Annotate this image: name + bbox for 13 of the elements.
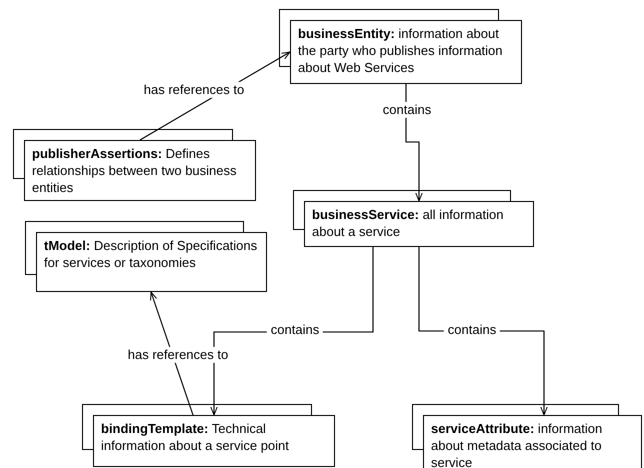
entity-description: tModel: Description of Specifications for services or taxonomies: [44, 237, 258, 271]
entity-box: [36, 232, 267, 292]
entity-box: [304, 201, 534, 247]
arrow: [405, 84, 423, 202]
entity-description: publisherAssertions: Defines relationships between two business entities: [32, 145, 238, 196]
entity-description: businessService: all information about a service: [312, 206, 504, 240]
entity-box: [290, 20, 522, 84]
entity-box: [24, 140, 256, 201]
entity-description: businessEntity: information about the party who publishes information about Web Services: [298, 25, 504, 76]
entity-description: serviceAttribute: information about metadata associated to service: [431, 420, 604, 468]
entity-box: [93, 415, 335, 467]
entity-description: bindingTemplate: Technical information about a service point: [101, 420, 290, 454]
entity-box: [423, 415, 642, 468]
